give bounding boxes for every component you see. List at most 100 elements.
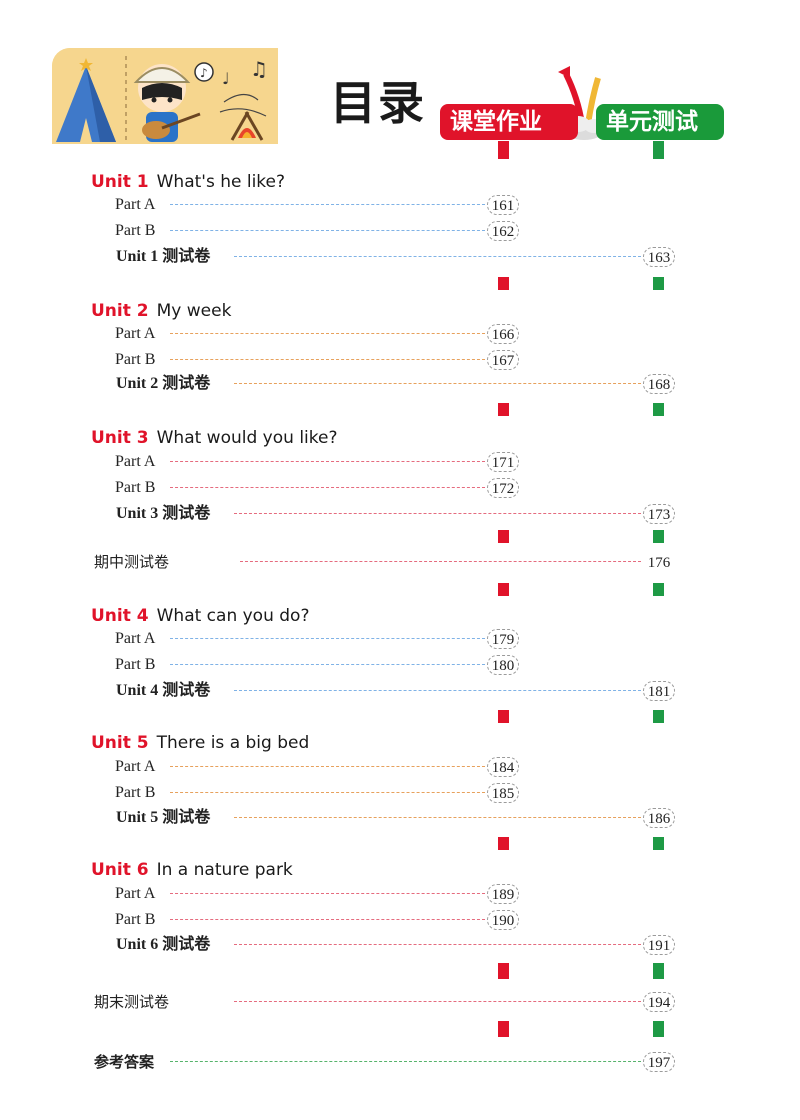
column-marker-red (498, 141, 509, 159)
toc-entry[interactable]: Unit 1 测试卷 163 (0, 247, 800, 267)
entry-label: Part B (115, 784, 156, 801)
unit-name: In a nature park (156, 860, 293, 880)
unit-number: Unit 1 (91, 172, 149, 192)
page-number: 180 (487, 655, 519, 675)
dotted-leader (170, 919, 485, 920)
column-marker-red (498, 583, 509, 596)
entry-label: 参考答案 (94, 1053, 155, 1071)
toc-entry[interactable]: Part A 179 (0, 629, 800, 649)
entry-label: Part A (115, 885, 156, 902)
badge-class-exercise: 课堂作业 (440, 104, 578, 140)
dotted-leader (234, 383, 641, 384)
toc-entry-midterm[interactable]: 期中测试卷 176 (0, 552, 800, 572)
column-marker-red (498, 403, 509, 416)
dotted-leader (234, 690, 641, 691)
toc-entry[interactable]: Part A 189 (0, 884, 800, 904)
dotted-leader (234, 513, 641, 514)
page-number: 190 (487, 910, 519, 930)
entry-label: 期中测试卷 (94, 553, 170, 571)
unit-number: Unit 6 (91, 860, 149, 880)
page-number: 171 (487, 452, 519, 472)
entry-label: 期末测试卷 (94, 993, 170, 1011)
column-marker-green (653, 1021, 664, 1037)
toc-entry[interactable]: Part B 180 (0, 655, 800, 675)
dotted-leader (170, 664, 485, 665)
entry-label: Unit 3 测试卷 (116, 505, 211, 522)
svg-text:♫: ♫ (250, 57, 268, 81)
toc-entry[interactable]: Unit 6 测试卷 191 (0, 935, 800, 955)
unit-heading: Unit 6 In a nature park (91, 860, 293, 880)
unit-name: What can you do? (156, 606, 310, 626)
entry-label: Part B (115, 222, 156, 239)
entry-label: Part B (115, 351, 156, 368)
camping-illustration: ♪ ♩ ♫ (52, 48, 278, 144)
page-number: 163 (643, 247, 675, 267)
page-number: 167 (487, 350, 519, 370)
column-marker-red (498, 530, 509, 543)
page-number: 162 (487, 221, 519, 241)
dotted-leader (170, 333, 485, 334)
entry-label: Unit 4 测试卷 (116, 682, 211, 699)
toc-entry-final[interactable]: 期末测试卷 194 (0, 992, 800, 1012)
dotted-leader (234, 944, 641, 945)
entry-label: Part B (115, 911, 156, 928)
unit-name: What's he like? (156, 172, 286, 192)
page-number: 194 (643, 992, 675, 1012)
toc-entry-answers[interactable]: 参考答案 197 (0, 1052, 800, 1072)
svg-text:♩: ♩ (222, 69, 230, 88)
page-number: 176 (643, 552, 675, 572)
unit-heading: Unit 1 What's he like? (91, 172, 285, 192)
header-illustration: ♪ ♩ ♫ (52, 48, 278, 144)
column-marker-green (653, 837, 664, 850)
column-marker-red (498, 277, 509, 290)
toc-entry[interactable]: Unit 3 测试卷 173 (0, 504, 800, 524)
page-number: 186 (643, 808, 675, 828)
toc-entry[interactable]: Part A 161 (0, 195, 800, 215)
page-number: 189 (487, 884, 519, 904)
unit-name: What would you like? (156, 428, 338, 448)
page-number: 197 (643, 1052, 675, 1072)
dotted-leader (170, 766, 485, 767)
dotted-leader (170, 638, 485, 639)
entry-label: Part B (115, 479, 156, 496)
page-number: 168 (643, 374, 675, 394)
page-number: 191 (643, 935, 675, 955)
page-title: 目录 (330, 76, 426, 130)
toc-entry[interactable]: Part A 171 (0, 452, 800, 472)
dotted-leader (170, 230, 485, 231)
entry-label: Part A (115, 630, 156, 647)
column-marker-green (653, 963, 664, 979)
page-number: 172 (487, 478, 519, 498)
toc-entry[interactable]: Unit 5 测试卷 186 (0, 808, 800, 828)
toc-entry[interactable]: Part A 184 (0, 757, 800, 777)
column-marker-green (653, 403, 664, 416)
entry-label: Unit 5 测试卷 (116, 809, 211, 826)
column-marker-red (498, 1021, 509, 1037)
toc-entry[interactable]: Part B 162 (0, 221, 800, 241)
page-number: 181 (643, 681, 675, 701)
column-marker-green (653, 277, 664, 290)
entry-label: Part A (115, 453, 156, 470)
page-number: 184 (487, 757, 519, 777)
unit-name: There is a big bed (156, 733, 310, 753)
toc-entry[interactable]: Part B 190 (0, 910, 800, 930)
entry-label: Part B (115, 656, 156, 673)
unit-number: Unit 5 (91, 733, 149, 753)
toc-entry[interactable]: Part B 167 (0, 350, 800, 370)
svg-text:♪: ♪ (200, 66, 208, 80)
toc-entry[interactable]: Unit 2 测试卷 168 (0, 374, 800, 394)
column-marker-green (653, 141, 664, 159)
dotted-leader (170, 487, 485, 488)
toc-entry[interactable]: Part B 185 (0, 783, 800, 803)
column-marker-red (498, 963, 509, 979)
entry-label: Unit 1 测试卷 (116, 248, 211, 265)
dotted-leader (170, 893, 485, 894)
badge-unit-test: 单元测试 (596, 104, 724, 140)
toc-entry[interactable]: Unit 4 测试卷 181 (0, 681, 800, 701)
toc-entry[interactable]: Part A 166 (0, 324, 800, 344)
toc-entry[interactable]: Part B 172 (0, 478, 800, 498)
dotted-leader (170, 792, 485, 793)
column-marker-green (653, 583, 664, 596)
